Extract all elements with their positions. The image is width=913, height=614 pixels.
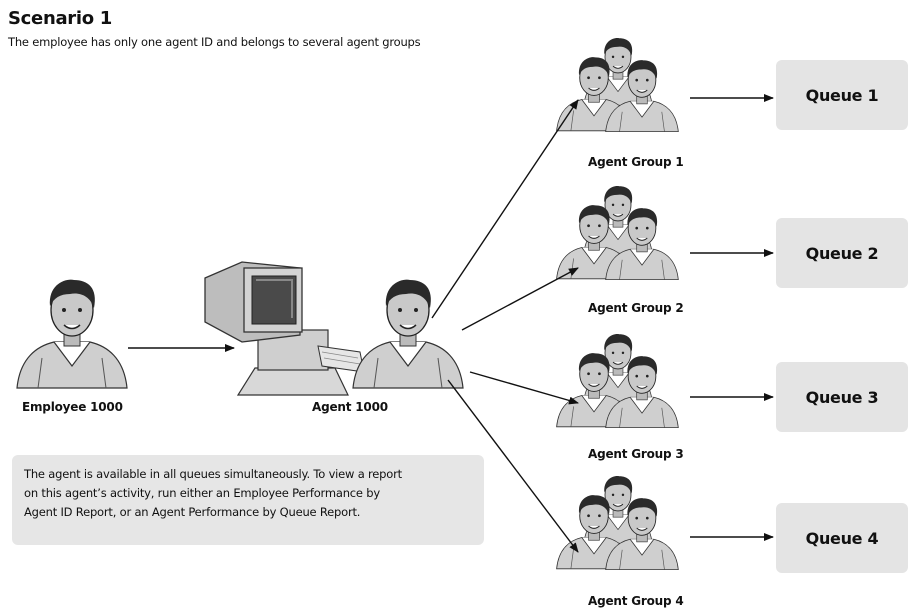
agent-group-1-label: Agent Group 1 — [588, 155, 684, 169]
agent-group-3-label: Agent Group 3 — [588, 447, 684, 461]
info-note: The agent is available in all queues sim… — [12, 455, 484, 545]
arrow-agent-to-group-2 — [461, 267, 579, 331]
employee-label: Employee 1000 — [22, 400, 123, 414]
employee-person-icon — [16, 278, 128, 389]
agent-group-4-label: Agent Group 4 — [588, 594, 684, 608]
agent-group-2-label: Agent Group 2 — [588, 301, 684, 315]
queue-1-box: Queue 1 — [776, 60, 908, 130]
agent-group-4-icon — [557, 476, 679, 570]
arrow-agent-to-group-4 — [447, 379, 579, 553]
agent-label: Agent 1000 — [312, 400, 388, 414]
arrow-agent-to-group-3 — [469, 371, 579, 405]
queue-4-label: Queue 4 — [805, 528, 879, 548]
queue-4-box: Queue 4 — [776, 503, 908, 573]
info-note-line: The agent is available in all queues sim… — [24, 467, 402, 481]
info-note-line: on this agent’s activity, run either an … — [24, 486, 380, 500]
queue-2-label: Queue 2 — [805, 243, 879, 263]
agent-group-3-icon — [557, 334, 679, 428]
queue-2-box: Queue 2 — [776, 218, 908, 288]
agent-group-2-icon — [557, 186, 679, 280]
queue-3-box: Queue 3 — [776, 362, 908, 432]
computer-icon — [204, 261, 365, 396]
page-title: Scenario 1 — [8, 8, 113, 29]
info-note-line: Agent ID Report, or an Agent Performance… — [24, 505, 361, 519]
arrow-agent-to-group-1 — [431, 99, 579, 319]
queue-3-label: Queue 3 — [805, 387, 879, 407]
page-subtitle: The employee has only one agent ID and b… — [8, 35, 421, 49]
agent-group-1-icon — [557, 38, 679, 132]
queue-1-label: Queue 1 — [805, 85, 879, 105]
